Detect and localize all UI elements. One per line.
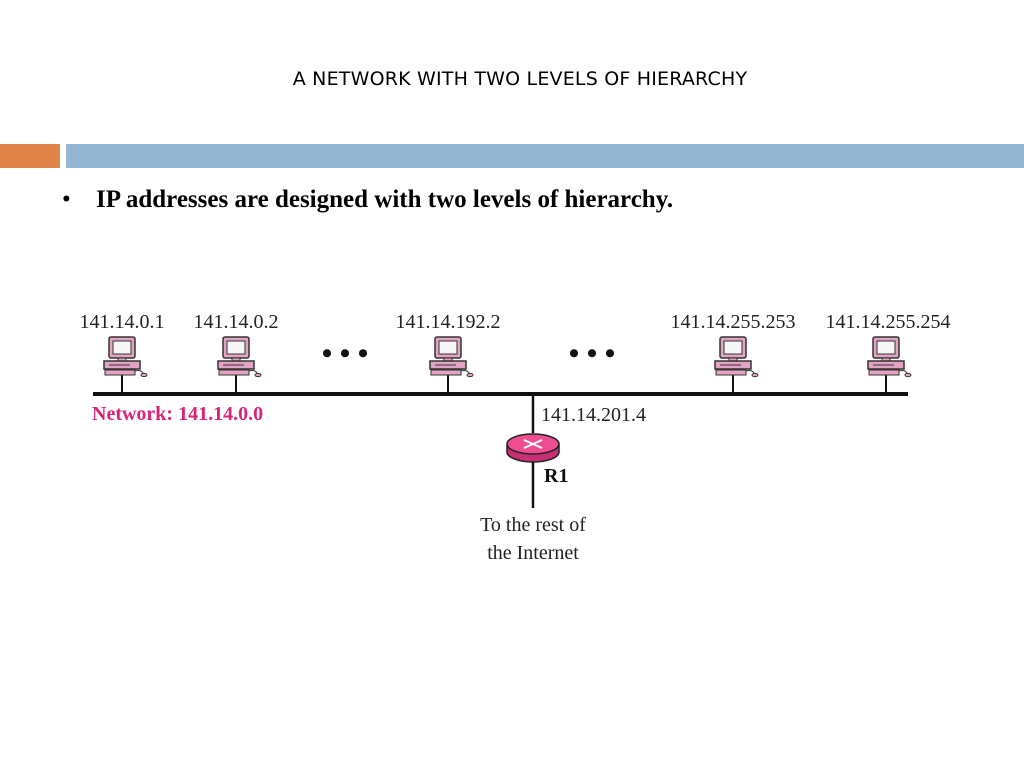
host-address: 141.14.0.1 <box>80 311 165 333</box>
computer-icon <box>867 336 912 378</box>
accent-bar-orange <box>0 144 60 168</box>
router-interface-address: 141.14.201.4 <box>541 404 646 426</box>
bullet-text: IP addresses are designed with two level… <box>96 186 674 213</box>
network-label: Network: 141.14.0.0 <box>92 403 263 425</box>
bullet-symbol: • <box>62 186 71 213</box>
bullet-point: • IP addresses are designed with two lev… <box>62 186 673 214</box>
host-address: 141.14.0.2 <box>194 311 279 333</box>
computer-icon <box>714 336 759 378</box>
host-address: 141.14.255.253 <box>671 311 796 333</box>
ellipsis: • • • <box>569 337 616 370</box>
computer-icon <box>103 336 148 378</box>
host-address: 141.14.255.254 <box>826 311 951 333</box>
router-icon <box>506 433 560 463</box>
destination-line-1: To the rest of <box>480 514 586 536</box>
computer-icon <box>429 336 474 378</box>
destination-line-2: the Internet <box>487 542 579 564</box>
slide-title: A NETWORK WITH TWO LEVELS OF HIERARCHY <box>292 68 748 90</box>
accent-bar-blue <box>66 144 1024 168</box>
computer-icon <box>217 336 262 378</box>
host-address: 141.14.192.2 <box>396 311 501 333</box>
ellipsis: • • • <box>322 337 369 370</box>
router-name: R1 <box>544 465 568 487</box>
